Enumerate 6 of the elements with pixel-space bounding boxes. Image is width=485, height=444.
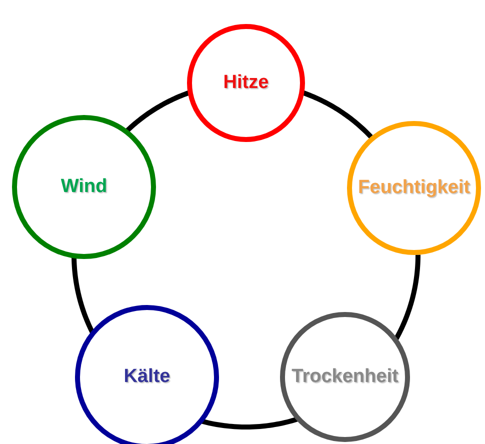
node-label: Feuchtigkeit: [358, 177, 470, 199]
node-label: Hitze: [223, 72, 269, 94]
ring-connector: [392, 254, 420, 342]
node-label: Wind: [60, 176, 108, 198]
node-label: Trockenheit: [292, 366, 398, 388]
node-label: Kälte: [124, 366, 170, 388]
